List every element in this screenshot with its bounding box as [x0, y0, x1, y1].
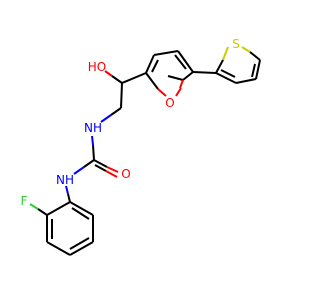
structure-drawing: HO O S NH O NH F [21, 37, 261, 256]
fluorophenyl-ring [29, 185, 94, 256]
furan-ring [145, 50, 217, 97]
hydroxyl-label: HO [88, 60, 106, 74]
urea-group [73, 135, 119, 178]
side-chain [100, 70, 147, 123]
thiophene-ring [215, 46, 261, 84]
amine-upper-label: NH [84, 121, 102, 135]
furan-oxygen-label: O [165, 96, 174, 110]
carbonyl-oxygen-label: O [121, 167, 130, 181]
bond [215, 59, 224, 74]
amine-lower-label: NH [56, 173, 74, 187]
fluorine-label: F [21, 194, 28, 208]
thiophene-sulfur-label: S [232, 37, 240, 51]
molecule-canvas: HO O S NH O NH F [20, 37, 261, 256]
